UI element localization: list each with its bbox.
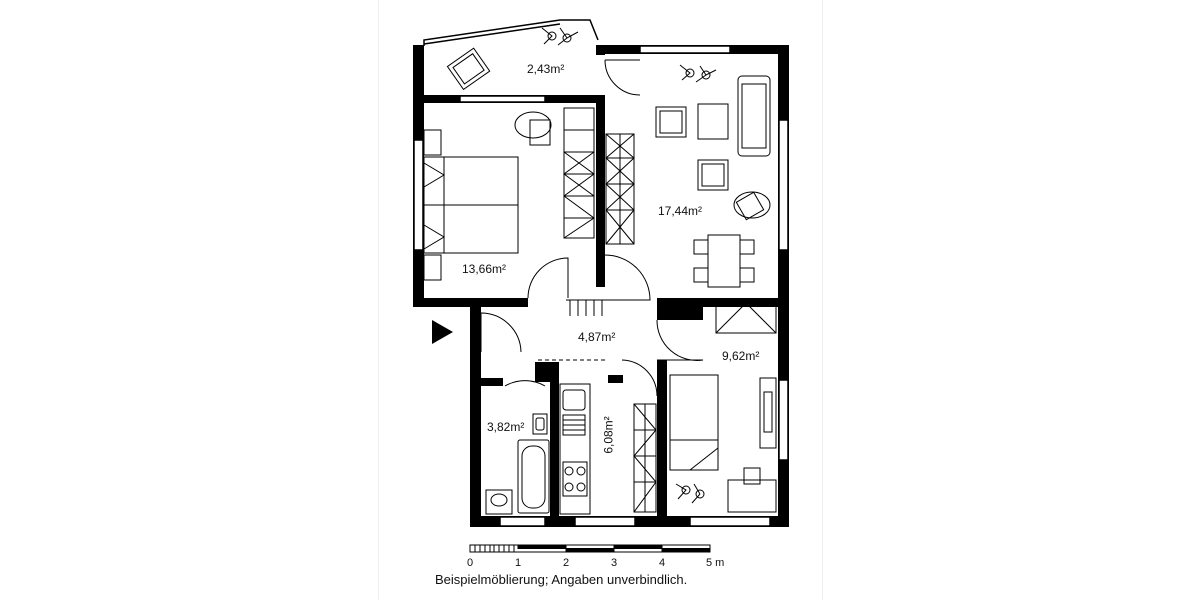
kitchen-top-right	[608, 375, 623, 383]
plant-icon	[675, 483, 705, 504]
scale-tick-label-last: 5 m	[706, 557, 725, 569]
scale-seg-2	[565, 548, 615, 553]
bedroom-armchair	[514, 111, 552, 146]
room-area-hallway: 4,87m²	[578, 330, 616, 344]
scale-seg-3	[613, 544, 663, 549]
balcony-rail	[423, 23, 561, 45]
doors	[480, 59, 704, 397]
room-bed	[669, 374, 719, 471]
window-bedroom-top	[459, 95, 546, 103]
bedroom-wall-bottom-left	[413, 298, 528, 307]
scale-seg-1	[517, 544, 567, 549]
bath-kitchen-wall	[550, 378, 559, 527]
scale-fine-ticks	[474, 545, 515, 552]
scale-tick-label: 1	[515, 557, 522, 569]
bath-wall-left	[470, 352, 481, 527]
living-chair-round	[733, 191, 771, 219]
room-desk	[727, 479, 777, 513]
kitchen-counter	[559, 383, 591, 515]
sheet-edge-right	[822, 0, 823, 600]
hall-wardrobe	[566, 299, 606, 316]
room-dresser-cross	[715, 302, 777, 334]
living-sofa	[737, 75, 771, 157]
sheet-edge-left	[378, 0, 379, 600]
window-living-top	[639, 45, 731, 54]
door-living	[604, 254, 651, 301]
room-desk-chair	[743, 467, 761, 485]
room-area-kitchen: 6,08m²	[601, 416, 616, 454]
room-area-bathroom: 3,82m²	[487, 420, 525, 434]
kitchen-cabinets	[633, 403, 657, 513]
living-armchair-1-inner	[659, 110, 683, 134]
bath-sink	[532, 413, 548, 435]
outlines	[413, 19, 789, 527]
entrance-arrow-icon	[432, 320, 453, 344]
window-bath-bottom	[499, 516, 546, 527]
bedroom-bed	[423, 129, 519, 281]
room-area-bedroom: 13,66m²	[462, 262, 507, 276]
scale-tick-label: 0	[467, 557, 474, 569]
bath-tub-inner	[521, 445, 546, 509]
window-room-bottom	[689, 516, 771, 527]
door-bath	[504, 380, 546, 387]
balcony-outline	[423, 19, 599, 46]
room-dresser	[715, 302, 777, 334]
scale-tick-label: 4	[659, 557, 666, 569]
window-room-right	[778, 379, 789, 461]
scale-bar	[469, 544, 711, 553]
bath-toilet-bowl	[490, 493, 508, 507]
door-kitchen	[621, 359, 658, 397]
stub-living-hall	[657, 298, 703, 320]
bath-sink-basin	[535, 417, 545, 431]
scale-seg-4	[661, 548, 711, 553]
plant-icon	[541, 27, 579, 46]
door-entrance	[480, 312, 522, 353]
living-armchair-2	[697, 159, 729, 191]
door-room	[656, 319, 704, 361]
bedroom-wardrobe	[563, 107, 595, 239]
scale-tick-label: 2	[563, 557, 570, 569]
walls	[413, 45, 789, 527]
plan-caption: Beispielmöblierung; Angaben unverbindlic…	[435, 572, 688, 587]
hall-wall-left-upper	[470, 307, 481, 352]
room-shelf-inner	[763, 391, 773, 433]
room-area-room: 9,62m²	[722, 349, 760, 363]
door-balcony	[604, 59, 641, 96]
hall-kitchen-stub	[535, 362, 559, 382]
plant-icon	[679, 64, 717, 83]
living-chair-round-seat	[735, 191, 765, 221]
window-living-right	[778, 119, 789, 251]
balcony-wall-left	[413, 45, 424, 95]
balcony-lounger	[446, 47, 491, 91]
bath-wall-top	[481, 378, 503, 386]
living-table	[697, 103, 729, 140]
living-armchair-1	[655, 106, 687, 138]
living-dining-set	[693, 234, 755, 288]
window-bedroom-left	[413, 139, 424, 251]
partition-bedroom-living	[596, 95, 605, 287]
bath-tub	[517, 439, 550, 514]
living-wardrobe	[605, 133, 635, 245]
room-area-living: 17,44m²	[658, 204, 703, 218]
room-shelf	[759, 377, 777, 449]
furniture	[423, 27, 777, 515]
kitchen-room-wall	[657, 360, 667, 527]
door-bedroom	[527, 257, 569, 299]
window-kitchen-bottom	[574, 516, 636, 527]
room-area-balcony: 2,43m²	[527, 62, 565, 76]
living-armchair-2-inner	[701, 163, 725, 187]
scale-tick-label: 3	[611, 557, 618, 569]
living-wall-right	[778, 45, 789, 527]
living-sofa-inner	[741, 83, 767, 149]
bath-toilet	[485, 489, 513, 515]
